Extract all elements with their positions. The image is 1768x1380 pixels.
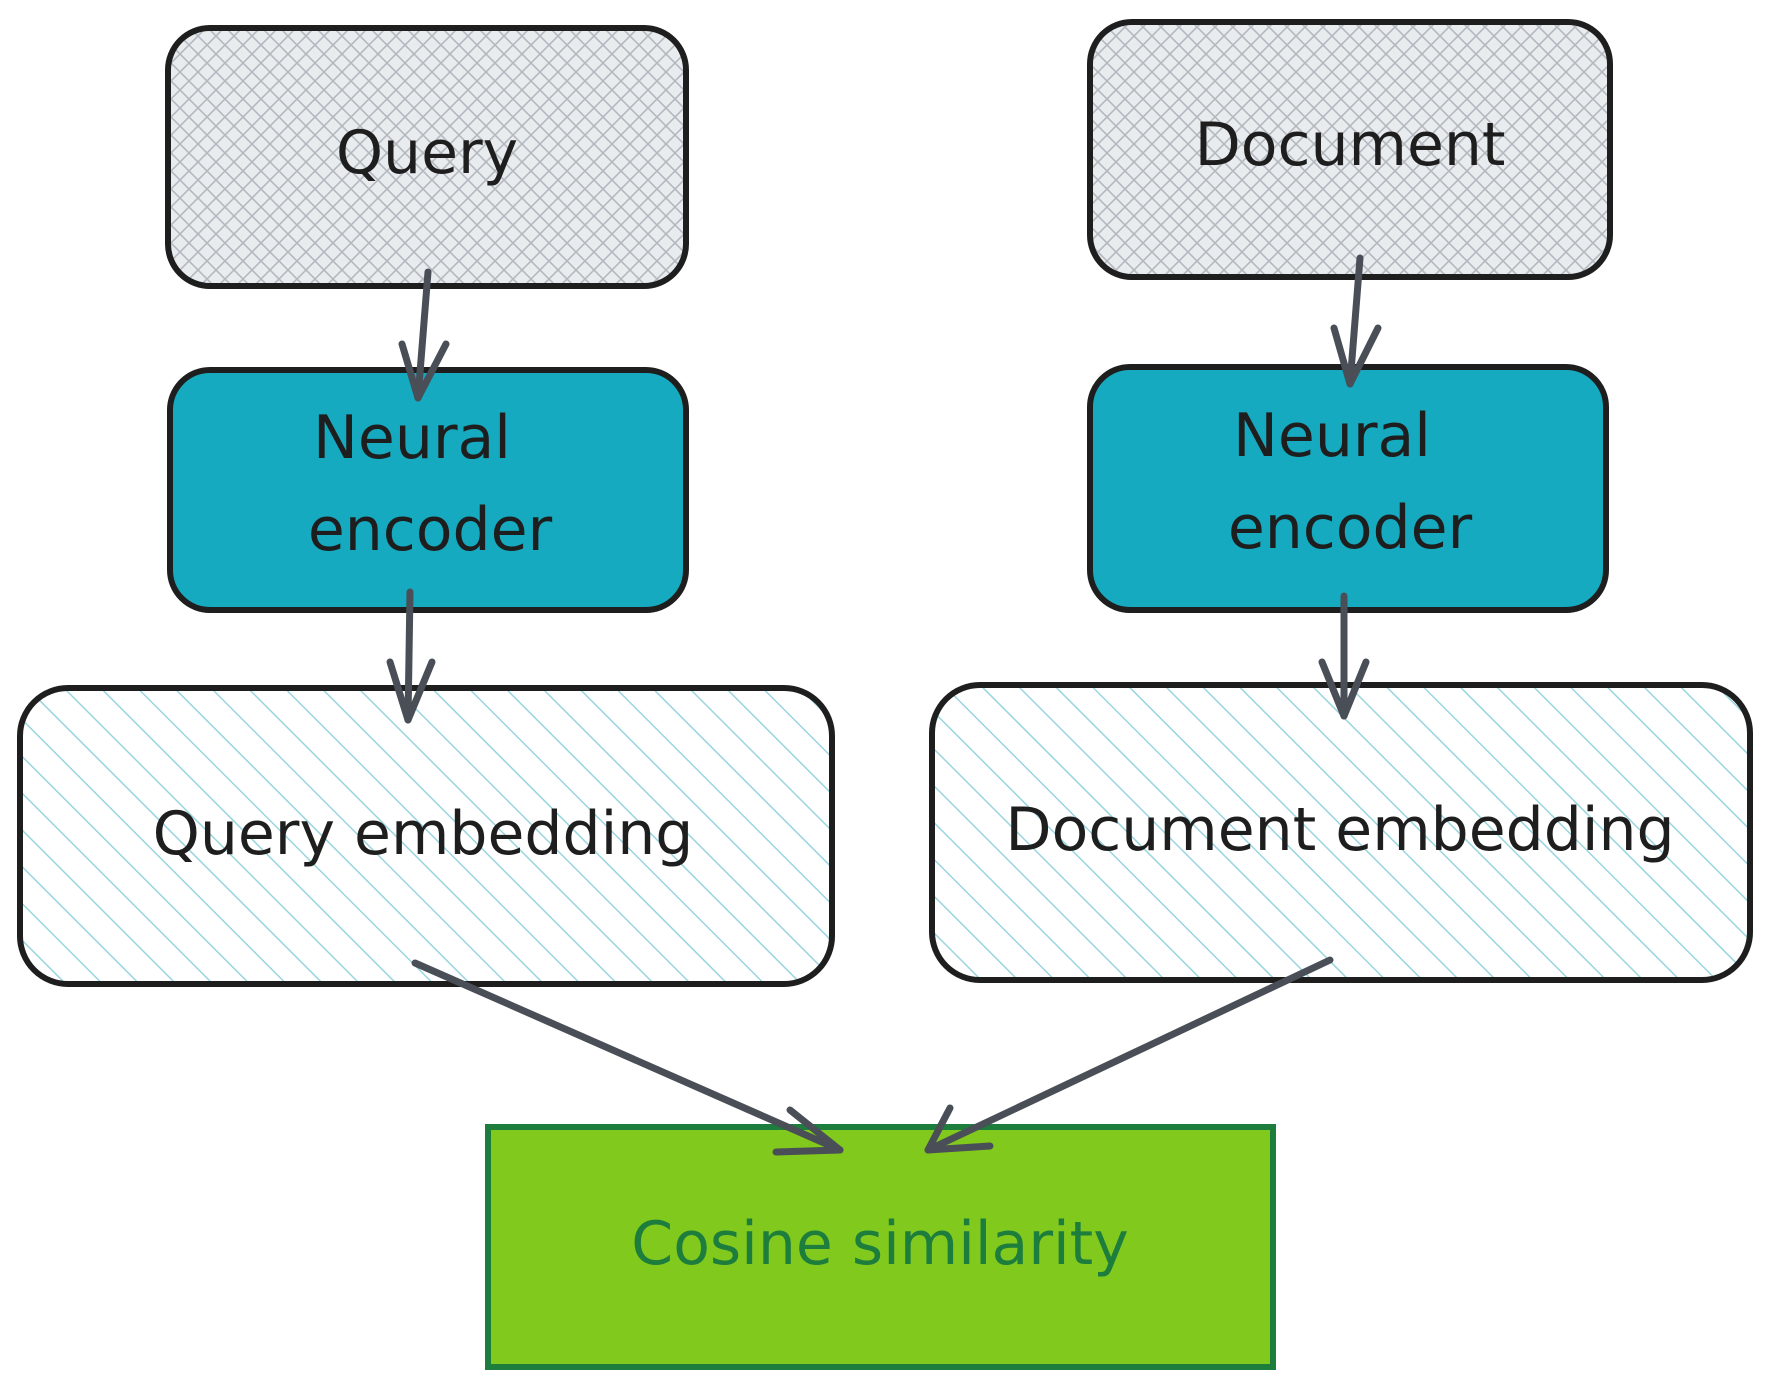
- query-node-hatch: [168, 28, 686, 286]
- arrow-document-to-encoder-head: [1330, 324, 1382, 388]
- arrow-query-embedding-to-similarity-head: [772, 1106, 844, 1156]
- document-encoder-label-line1: Neural: [1233, 401, 1431, 471]
- document-embedding-node: Document embedding: [929, 682, 1753, 983]
- arrow-query-encoder-to-embedding-head: [386, 658, 436, 724]
- arrow-document-to-encoder: [1346, 254, 1364, 388]
- cosine-similarity-box: [485, 1124, 1276, 1370]
- arrow-document-encoder-to-embedding-head: [1318, 658, 1370, 720]
- query-embedding-outline: [17, 685, 835, 987]
- arrow-query-encoder-to-embedding: [404, 588, 414, 724]
- query-node: Query: [165, 25, 689, 289]
- document-node-hatch: [1090, 22, 1610, 277]
- query-encoder-label-line2: encoder: [308, 495, 553, 565]
- arrow-query-to-encoder-head: [398, 340, 450, 402]
- document-encoder-fill: [1090, 367, 1606, 610]
- arrow-query-embedding-to-similarity: [411, 959, 844, 1154]
- query-embedding-hatch: [20, 688, 832, 984]
- query-label: Query: [336, 118, 518, 188]
- query-embedding-node: Query embedding: [17, 685, 835, 987]
- arrow-document-embedding-to-similarity-head: [924, 1104, 994, 1154]
- document-embedding-hatch: [932, 685, 1750, 980]
- document-node-outline: [1087, 19, 1613, 280]
- query-encoder-label-line1: Neural: [313, 403, 511, 473]
- arrows: [386, 254, 1382, 1156]
- document-encoder-label-line2: encoder: [1228, 493, 1473, 563]
- arrow-query-to-encoder: [414, 268, 432, 402]
- query-encoder-node: Neural encoder: [167, 367, 689, 613]
- document-embedding-label: Document embedding: [1005, 795, 1674, 865]
- query-encoder-fill: [170, 370, 686, 610]
- arrow-document-embedding-to-similarity: [924, 956, 1334, 1154]
- cosine-similarity-node: Cosine similarity: [485, 1124, 1276, 1370]
- query-embedding-label: Query embedding: [153, 799, 694, 869]
- document-node: Document: [1087, 19, 1613, 280]
- query-encoder-outline: [167, 367, 689, 613]
- document-encoder-node: Neural encoder: [1087, 364, 1609, 613]
- cosine-similarity-label: Cosine similarity: [631, 1209, 1128, 1279]
- document-label: Document: [1195, 110, 1506, 180]
